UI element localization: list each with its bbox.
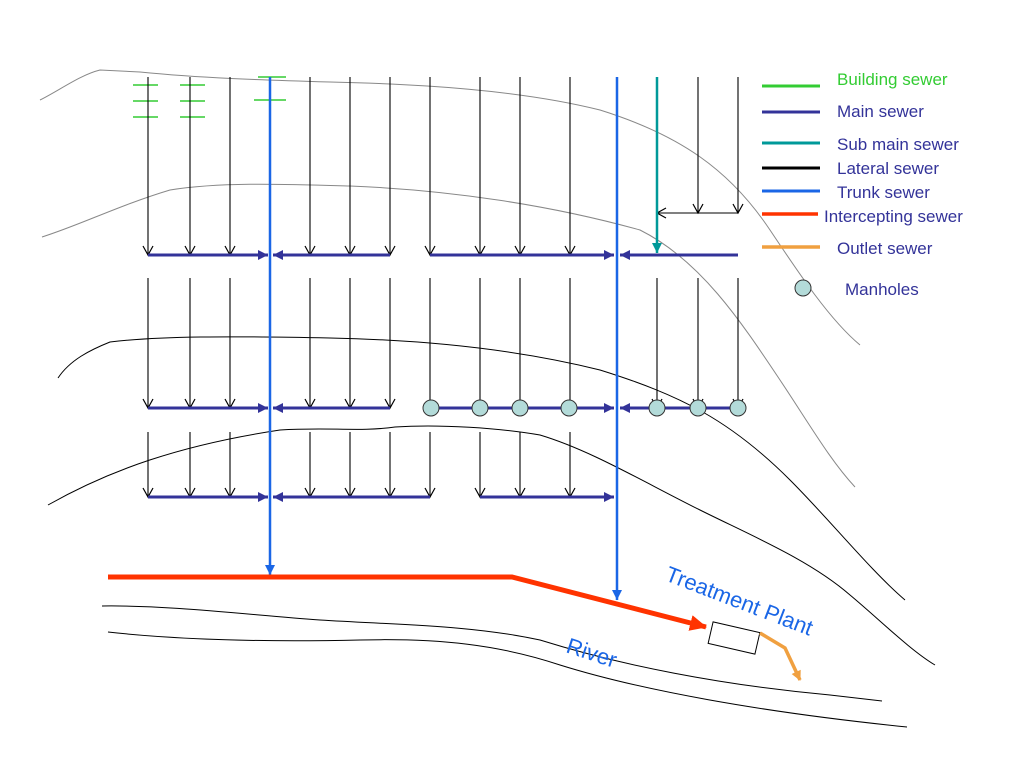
legend: Building sewer Main sewer Sub main sewer… bbox=[762, 70, 963, 299]
legend-item-intercepting-sewer: Intercepting sewer bbox=[762, 207, 963, 226]
legend-label-lateral-sewer: Lateral sewer bbox=[837, 159, 939, 178]
manhole bbox=[689, 399, 707, 417]
legend-item-trunk-sewer: Trunk sewer bbox=[762, 183, 930, 202]
manhole bbox=[422, 399, 440, 417]
legend-swatch-manhole bbox=[794, 279, 812, 297]
intercepting-sewer bbox=[108, 574, 707, 631]
trunk-sewers bbox=[265, 77, 622, 600]
legend-label-sub-main-sewer: Sub main sewer bbox=[837, 135, 959, 154]
manhole bbox=[729, 399, 747, 417]
lateral-sewers bbox=[142, 77, 744, 499]
main-sewers bbox=[148, 250, 738, 502]
legend-item-outlet-sewer: Outlet sewer bbox=[762, 239, 933, 258]
manhole bbox=[471, 399, 489, 417]
manholes bbox=[422, 399, 747, 417]
treatment-plant-building bbox=[707, 621, 761, 655]
terrain-contours bbox=[39, 69, 936, 728]
contour-line-middle bbox=[57, 336, 906, 601]
legend-label-building-sewer: Building sewer bbox=[837, 70, 948, 89]
contour-line-lower bbox=[47, 425, 936, 666]
legend-label-trunk-sewer: Trunk sewer bbox=[837, 183, 930, 202]
legend-label-intercepting-sewer: Intercepting sewer bbox=[824, 207, 963, 226]
legend-item-manholes: Manholes bbox=[794, 279, 919, 299]
river-label: River bbox=[563, 633, 620, 673]
legend-label-manholes: Manholes bbox=[845, 280, 919, 299]
river-bank-lower bbox=[107, 631, 908, 728]
legend-label-outlet-sewer: Outlet sewer bbox=[837, 239, 933, 258]
river-bank-upper bbox=[101, 605, 883, 702]
legend-label-main-sewer: Main sewer bbox=[837, 102, 924, 121]
legend-item-sub-main-sewer: Sub main sewer bbox=[762, 135, 959, 154]
legend-item-lateral-sewer: Lateral sewer bbox=[762, 159, 939, 178]
building-sewers bbox=[133, 76, 286, 118]
manhole bbox=[560, 399, 578, 417]
contour-line-top bbox=[39, 69, 861, 346]
outlet-sewer bbox=[759, 631, 802, 681]
contour-line-upper bbox=[41, 183, 856, 488]
manhole bbox=[648, 399, 666, 417]
legend-item-building-sewer: Building sewer bbox=[762, 70, 948, 89]
manhole bbox=[511, 399, 529, 417]
legend-item-main-sewer: Main sewer bbox=[762, 102, 924, 121]
